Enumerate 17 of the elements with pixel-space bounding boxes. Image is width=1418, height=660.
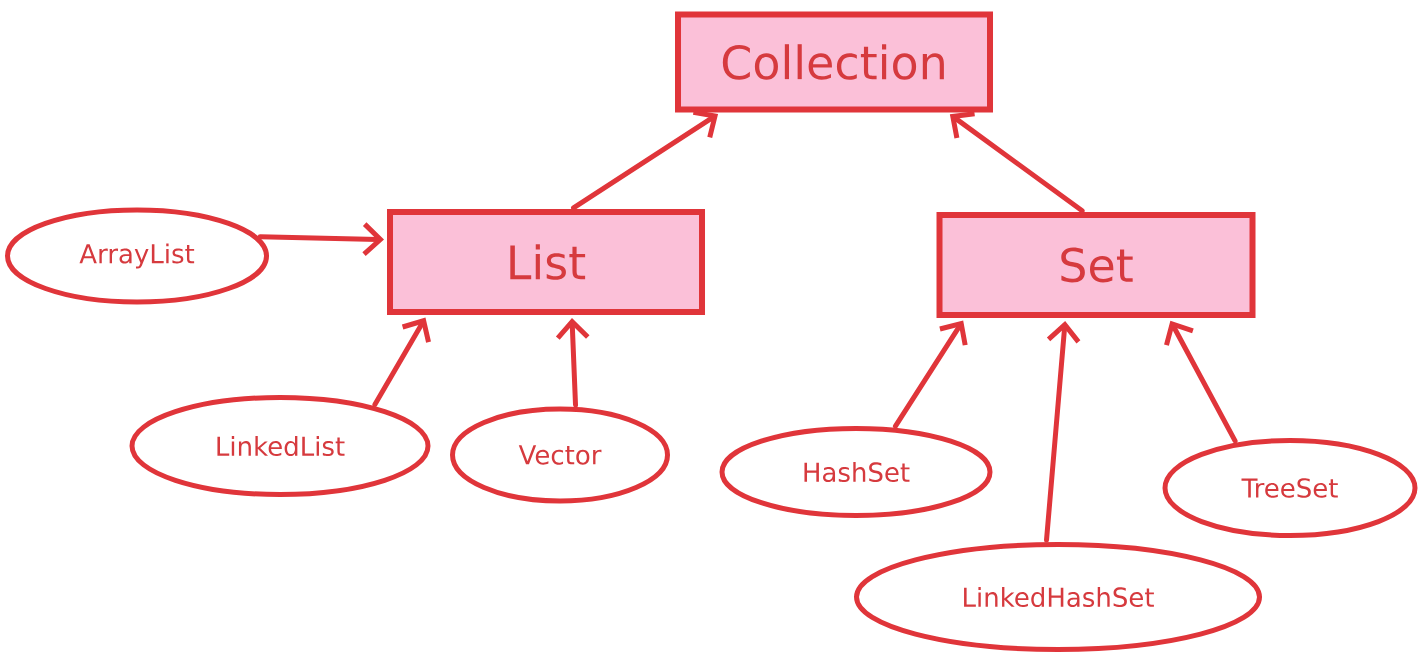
ellipse-node: TreeSet	[1162, 438, 1418, 538]
arrow	[372, 317, 431, 407]
box-node: Set	[936, 212, 1256, 318]
arrow	[257, 222, 384, 256]
box-node: List	[387, 209, 705, 315]
ellipse-node: Vector	[450, 406, 670, 504]
ellipse-node: LinkedHashSet	[854, 542, 1262, 652]
arrow	[892, 320, 968, 429]
arrow	[949, 111, 1085, 214]
arrow	[555, 317, 590, 408]
ellipse-node: HashSet	[719, 426, 993, 518]
arrow	[571, 109, 719, 211]
arrow	[1164, 320, 1238, 444]
box-node: Collection	[675, 11, 993, 113]
ellipse-node: ArrayList	[5, 207, 269, 305]
ellipse-node: LinkedList	[129, 395, 431, 497]
arrow	[1044, 320, 1081, 543]
